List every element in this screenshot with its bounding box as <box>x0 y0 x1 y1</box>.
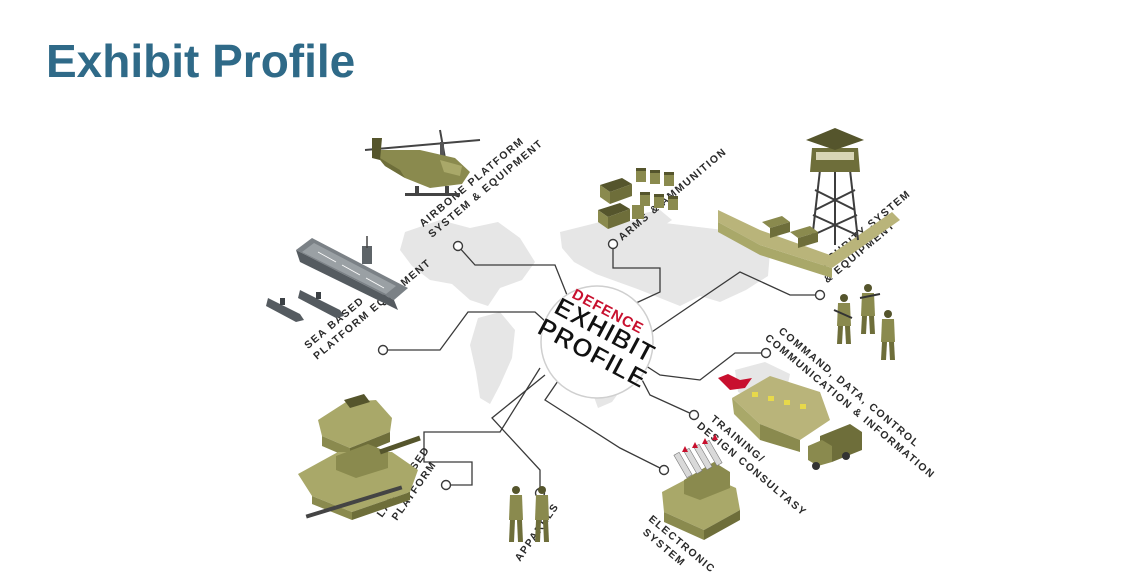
connector-apparels <box>491 374 546 493</box>
connector-lines <box>383 244 820 493</box>
node-sea[interactable] <box>377 344 389 356</box>
node-arms[interactable] <box>607 238 619 250</box>
connector-arms <box>609 244 661 316</box>
node-training[interactable] <box>688 409 700 421</box>
node-electronic[interactable] <box>658 464 670 476</box>
connector-command <box>639 352 766 381</box>
helicopter-icon <box>364 129 481 196</box>
infantry-icon <box>509 486 549 542</box>
missile-launcher-icon <box>662 434 740 540</box>
connector-training <box>637 371 695 416</box>
tank-icon <box>298 394 421 520</box>
page-title: Exhibit Profile <box>46 35 356 87</box>
aircraft-carrier-icon <box>266 236 408 322</box>
watchtower-icon <box>718 128 900 278</box>
node-airbone[interactable] <box>452 240 464 252</box>
connector-electronic <box>544 377 665 471</box>
node-command[interactable] <box>760 347 772 359</box>
ammunition-crates-icon <box>598 168 678 229</box>
connector-security <box>639 271 820 341</box>
node-security[interactable] <box>814 289 826 301</box>
connector-land <box>423 367 541 486</box>
connector-airbone <box>457 245 576 316</box>
army-tent-icon <box>718 374 862 470</box>
connector-sea <box>383 311 556 351</box>
central-hub: DEFENCE EXHIBIT PROFILE <box>533 285 661 399</box>
soldiers-icon <box>833 284 895 360</box>
node-land[interactable] <box>440 479 452 491</box>
